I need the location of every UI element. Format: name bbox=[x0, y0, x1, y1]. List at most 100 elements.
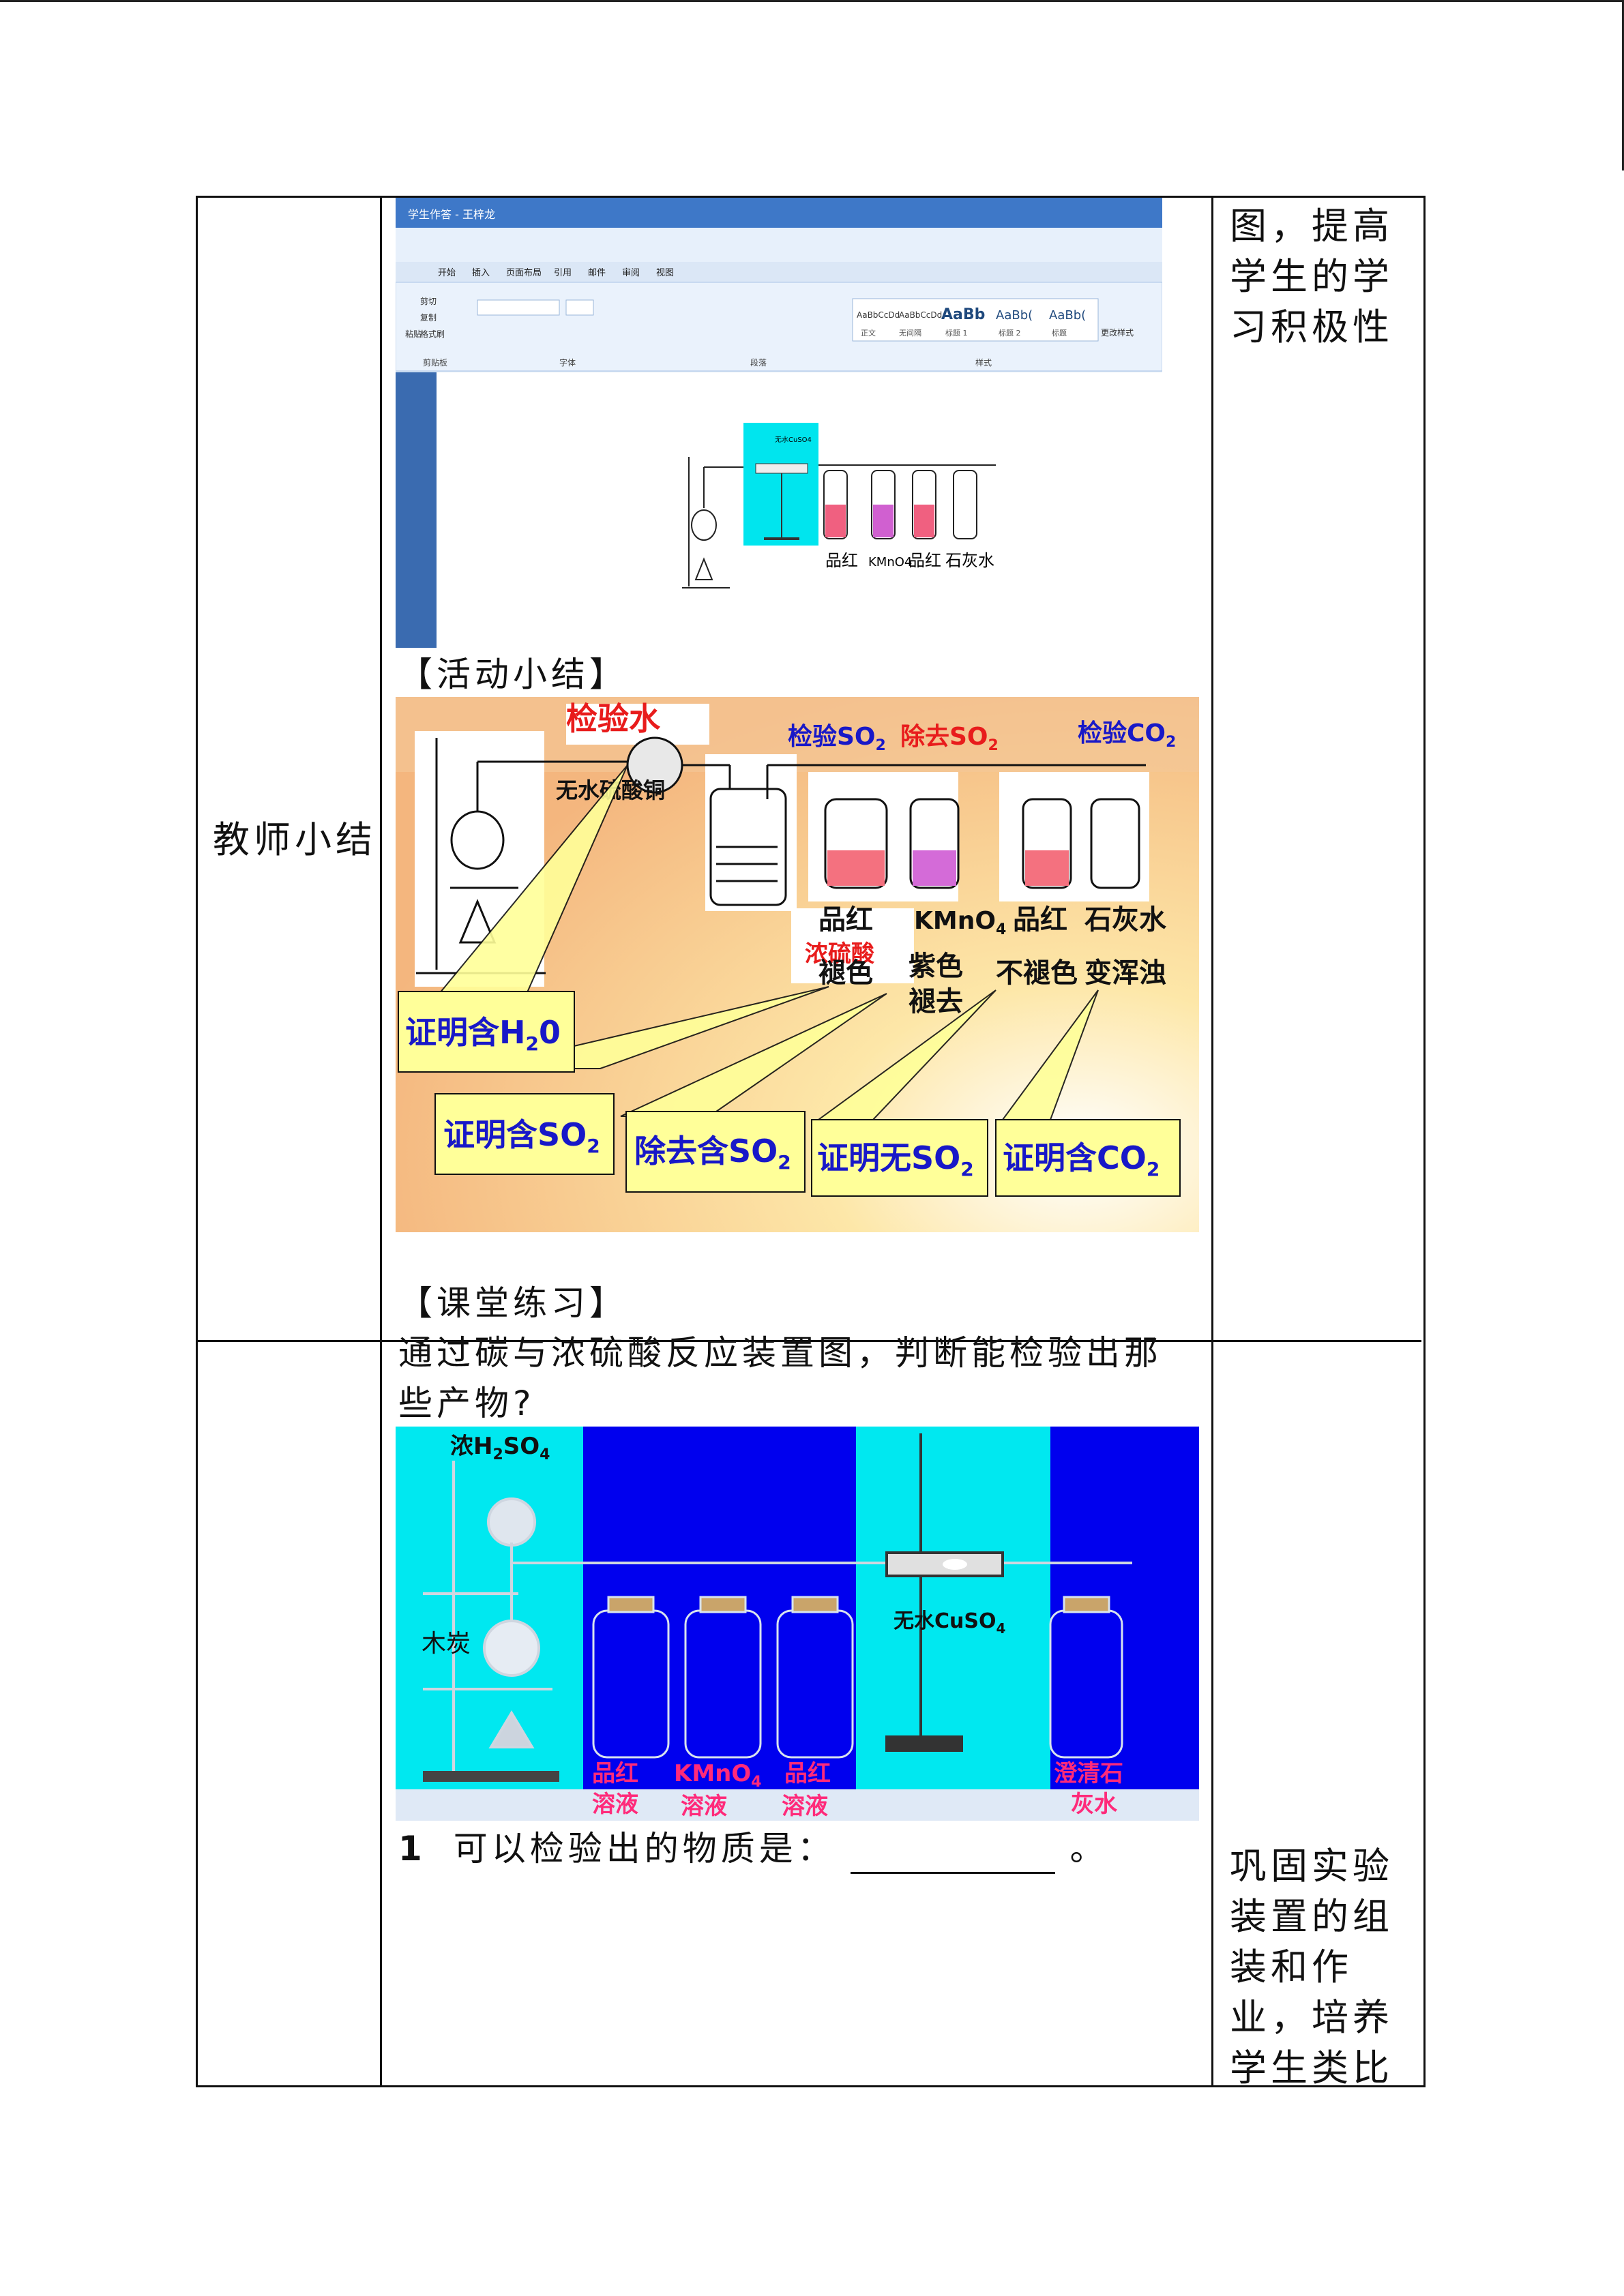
label-fade: 褪色 bbox=[818, 957, 873, 989]
item-end: 。 bbox=[1069, 1829, 1108, 1868]
ribbon-group-label: 字体 bbox=[559, 357, 576, 368]
style-gallery: AaBbCcDd AaBbCcDd AaBb AaBb( AaBb( 正文 无间… bbox=[852, 298, 1099, 342]
label-check-so2: 检验SO2 bbox=[788, 723, 886, 754]
paste-label: 粘贴 bbox=[405, 329, 422, 339]
change-styles: 更改样式 bbox=[1101, 327, 1134, 338]
word-bottles bbox=[818, 464, 996, 539]
exercise-apparatus bbox=[423, 1461, 1132, 1782]
label-purple-fade-2: 褪去 bbox=[909, 986, 963, 1017]
ex-label-pinhong-1: 品红 bbox=[592, 1760, 638, 1787]
ex-label-limewater-1: 澄清石 bbox=[1054, 1760, 1123, 1787]
exercise-item: 1 可以检验出的物质是： 。 bbox=[398, 1823, 1108, 1874]
ribbon-tab: 插入 bbox=[472, 268, 490, 278]
right-top-line: 学生的学 bbox=[1230, 255, 1393, 298]
ex-label-charcoal: 木炭 bbox=[422, 1630, 471, 1658]
box-prove-co2: 证明含CO2 bbox=[1003, 1139, 1160, 1180]
format-painter-item: 格式刷 bbox=[420, 329, 445, 339]
style-name: 无间隔 bbox=[899, 329, 921, 338]
left-cell-label: 教师小结 bbox=[213, 818, 377, 861]
word-apparatus-drawing bbox=[682, 457, 750, 588]
activity-summary-heading: 【活动小结】 bbox=[398, 655, 628, 694]
ex-label-pinhong-2: 品红 bbox=[784, 1760, 831, 1787]
ribbon-tab: 开始 bbox=[438, 268, 456, 278]
box-remove-so2: 除去含SO2 bbox=[634, 1133, 791, 1174]
label-kmno4: KMnO4 bbox=[914, 907, 1006, 938]
word-title: 学生作答 - 王梓龙 bbox=[408, 208, 495, 221]
word-screenshot: 学生作答 - 王梓龙 开始 插入 页面布局 引用 邮件 审阅 视图 剪切 复制 … bbox=[396, 198, 1162, 648]
right-top-line: 习积极性 bbox=[1230, 305, 1393, 348]
label-limewater: 石灰水 bbox=[1084, 904, 1167, 936]
right-bottom-line: 学生类比 bbox=[1230, 2046, 1393, 2089]
word-screenshot-svg: 学生作答 - 王梓龙 开始 插入 页面布局 引用 邮件 审阅 视图 剪切 复制 … bbox=[396, 198, 1162, 648]
table-bottom-border bbox=[196, 2085, 1426, 2087]
activity-summary-svg: 检验水 检验SO2 除去SO2 检验CO2 无水硫酸铜 浓硫酸 品红 KMnO4… bbox=[396, 697, 1199, 1232]
box-prove-h2o: 证明含H20 bbox=[405, 1014, 561, 1055]
summary-bottles bbox=[818, 764, 1146, 889]
label-conc-h2so4: 浓硫酸 bbox=[805, 940, 875, 968]
right-top-line: 图，提高 bbox=[1230, 205, 1393, 248]
copy-item: 复制 bbox=[420, 313, 437, 323]
right-bottom-line: 装置的组 bbox=[1230, 1895, 1393, 1938]
ex-label-limewater-2: 灰水 bbox=[1071, 1791, 1118, 1818]
style-name: 正文 bbox=[861, 328, 876, 338]
page-right-border bbox=[1622, 0, 1624, 170]
activity-summary-diagram: 检验水 检验SO2 除去SO2 检验CO2 无水硫酸铜 浓硫酸 品红 KMnO4… bbox=[396, 697, 1199, 1232]
right-bottom-line: 业，培养 bbox=[1230, 1996, 1393, 2039]
cut-item: 剪切 bbox=[420, 296, 437, 306]
word-tube-label: 无水CuSO4 bbox=[775, 436, 812, 444]
table-row-divider bbox=[196, 1340, 1421, 1342]
ribbon-group-label: 剪贴板 bbox=[423, 357, 447, 368]
exercise-heading: 【课堂练习】 bbox=[398, 1283, 628, 1323]
word-ribbon-tabs: 开始 插入 页面布局 引用 邮件 审阅 视图 bbox=[438, 268, 674, 278]
question-line: 通过碳与浓硫酸反应装置图，判断能检验出那 bbox=[398, 1333, 1162, 1373]
page-top-border bbox=[0, 0, 1624, 2]
style-sample: AaBb bbox=[941, 306, 985, 323]
label-no-fade: 不褪色 bbox=[996, 957, 1078, 989]
label-check-co2: 检验CO2 bbox=[1078, 719, 1176, 751]
exercise-bottles bbox=[592, 1596, 1123, 1759]
ribbon-group-label: 样式 bbox=[975, 357, 992, 368]
table-col-divider-1 bbox=[380, 196, 382, 2087]
style-sample: AaBb( bbox=[996, 308, 1033, 323]
ex-label-solution: 溶液 bbox=[681, 1793, 727, 1820]
ex-label-cuso4: 无水CuSO4 bbox=[894, 1609, 1005, 1637]
ribbon-tab: 邮件 bbox=[588, 268, 606, 278]
style-name: 标题 bbox=[1052, 328, 1067, 338]
ex-label-kmno4: KMnO4 bbox=[674, 1760, 762, 1791]
exercise-svg: 浓H2SO4 木炭 无水CuSO4 品红 KMnO4 品红 溶液 溶液 溶液 澄… bbox=[396, 1427, 1199, 1821]
exercise-diagram: 浓H2SO4 木炭 无水CuSO4 品红 KMnO4 品红 溶液 溶液 溶液 澄… bbox=[396, 1427, 1199, 1821]
right-cell-top-text: 图，提高 学生的学 习积极性 bbox=[1230, 201, 1393, 353]
word-bottle-label: 品红 bbox=[909, 551, 941, 570]
ex-label-solution: 溶液 bbox=[782, 1793, 828, 1820]
ribbon-tab: 引用 bbox=[554, 268, 572, 278]
summary-boxes bbox=[398, 991, 1181, 1197]
style-sample: AaBb( bbox=[1049, 308, 1086, 323]
table-right-border bbox=[1423, 196, 1426, 2087]
word-bottle-label: 石灰水 bbox=[945, 551, 994, 570]
table-left-border bbox=[196, 196, 198, 2087]
table-top-border bbox=[196, 196, 1426, 198]
style-name: 标题 2 bbox=[999, 328, 1021, 338]
summary-apparatus bbox=[416, 736, 832, 974]
label-remove-so2: 除去SO2 bbox=[900, 723, 999, 754]
label-check-water: 检验水 bbox=[566, 700, 661, 737]
ribbon-group-labels: 剪贴板 字体 段落 样式 bbox=[423, 357, 992, 368]
word-bottle-label: KMnO4 bbox=[868, 555, 912, 569]
item-text: 可以检验出的物质是： bbox=[453, 1829, 836, 1868]
ribbon-group-label: 段落 bbox=[750, 357, 767, 368]
style-name: 标题 1 bbox=[945, 328, 968, 338]
style-sample: AaBbCcDd bbox=[857, 310, 900, 320]
label-turbid: 变浑浊 bbox=[1084, 957, 1166, 989]
question-line: 些产物? bbox=[398, 1384, 535, 1423]
ribbon-tab: 视图 bbox=[656, 268, 674, 278]
item-number: 1 bbox=[398, 1829, 426, 1868]
answer-blank[interactable] bbox=[850, 1840, 1055, 1874]
box-prove-so2: 证明含SO2 bbox=[443, 1116, 600, 1157]
ribbon-tab: 审阅 bbox=[622, 268, 640, 278]
label-pinhong-2: 品红 bbox=[1013, 904, 1067, 936]
label-purple-fade-1: 紫色 bbox=[909, 951, 963, 982]
right-bottom-line: 巩固实验 bbox=[1230, 1845, 1393, 1888]
word-bottle-label: 品红 bbox=[825, 551, 858, 570]
right-cell-bottom-text: 巩固实验 装置的组 装和作 业，培养 学生类比 bbox=[1230, 1841, 1393, 2093]
ex-label-solution: 溶液 bbox=[592, 1791, 638, 1818]
